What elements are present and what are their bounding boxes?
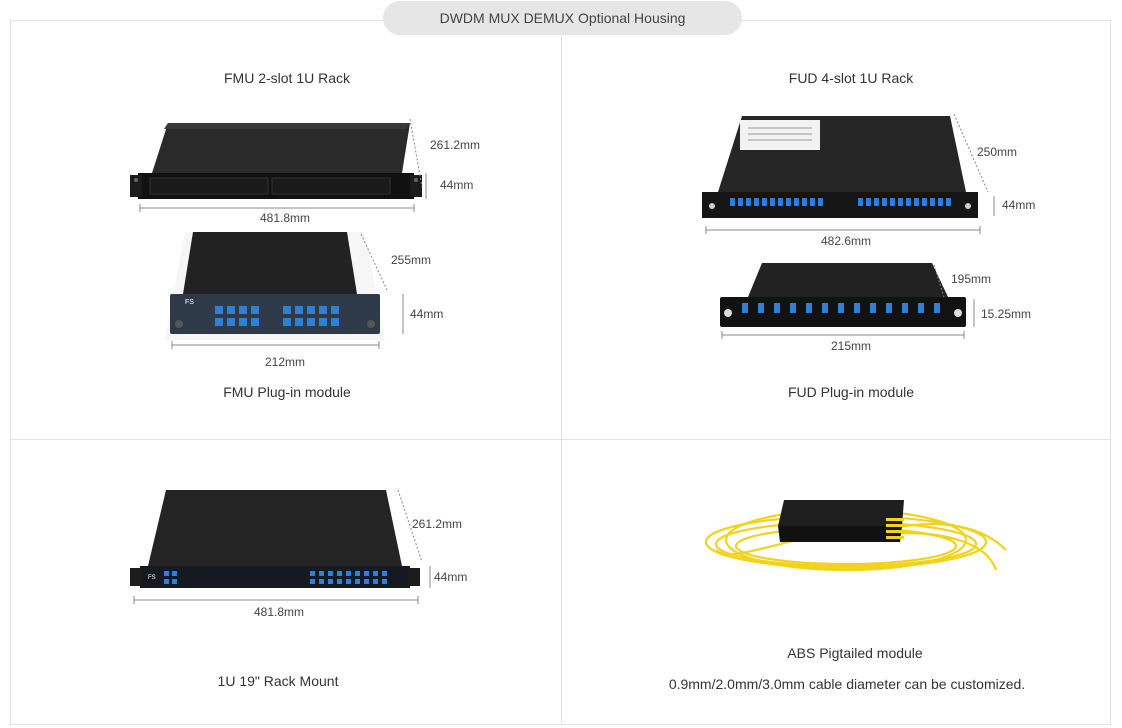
fmu-rack-title: FMU 2-slot 1U Rack — [223, 70, 351, 86]
fud-rack-title: FUD 4-slot 1U Rack — [788, 70, 914, 86]
rackmount-title: 1U 19" Rack Mount — [217, 673, 339, 689]
fud-module-title: FUD Plug-in module — [787, 384, 915, 400]
fmu-module-dimension-lines — [171, 233, 404, 349]
fmu-rack-depth: 261.2mm — [430, 138, 481, 152]
fmu-module-width: 212mm — [264, 355, 306, 369]
fmu-module-depth: 255mm — [391, 253, 432, 267]
fud-module-dimension-lines — [721, 264, 975, 339]
rackmount-image: FS — [130, 490, 420, 588]
abs-module-caption: 0.9mm/2.0mm/3.0mm cable diameter can be … — [668, 676, 1026, 692]
fud-module-height: 15.25mm — [981, 307, 1032, 321]
fmu-rack-height: 44mm — [440, 178, 474, 192]
grid-divider-horizontal — [10, 439, 1111, 440]
fmu-rack-width: 481.8mm — [259, 211, 311, 225]
rackmount-width: 481.8mm — [253, 605, 305, 619]
grid-divider-vertical — [561, 20, 562, 725]
fmu-module-title: FMU Plug-in module — [223, 384, 351, 400]
abs-module-title: ABS Pigtailed module — [787, 645, 923, 661]
abs-module-image — [704, 500, 1007, 572]
fud-module-width: 215mm — [830, 339, 872, 353]
rackmount-dimension-lines — [133, 489, 431, 604]
fud-rack-image — [702, 116, 978, 218]
fmu-module-logo: FS — [185, 299, 194, 306]
rackmount-logo: FS — [148, 575, 156, 581]
fud-module-image — [720, 263, 966, 327]
fud-rack-depth: 250mm — [977, 145, 1018, 159]
fmu-module-image: FS — [165, 232, 385, 340]
section-title: DWDM MUX DEMUX Optional Housing — [383, 1, 742, 35]
fud-rack-width: 482.6mm — [820, 234, 872, 248]
fmu-module-height: 44mm — [410, 307, 444, 321]
fmu-rack-image — [130, 123, 422, 199]
rackmount-depth: 261.2mm — [412, 517, 463, 531]
fmu-dimension-lines — [139, 118, 427, 212]
fud-rack-height: 44mm — [1002, 198, 1036, 212]
fud-module-depth: 195mm — [951, 272, 992, 286]
rackmount-height: 44mm — [434, 570, 468, 584]
fud-rack-dimension-lines — [705, 113, 995, 234]
